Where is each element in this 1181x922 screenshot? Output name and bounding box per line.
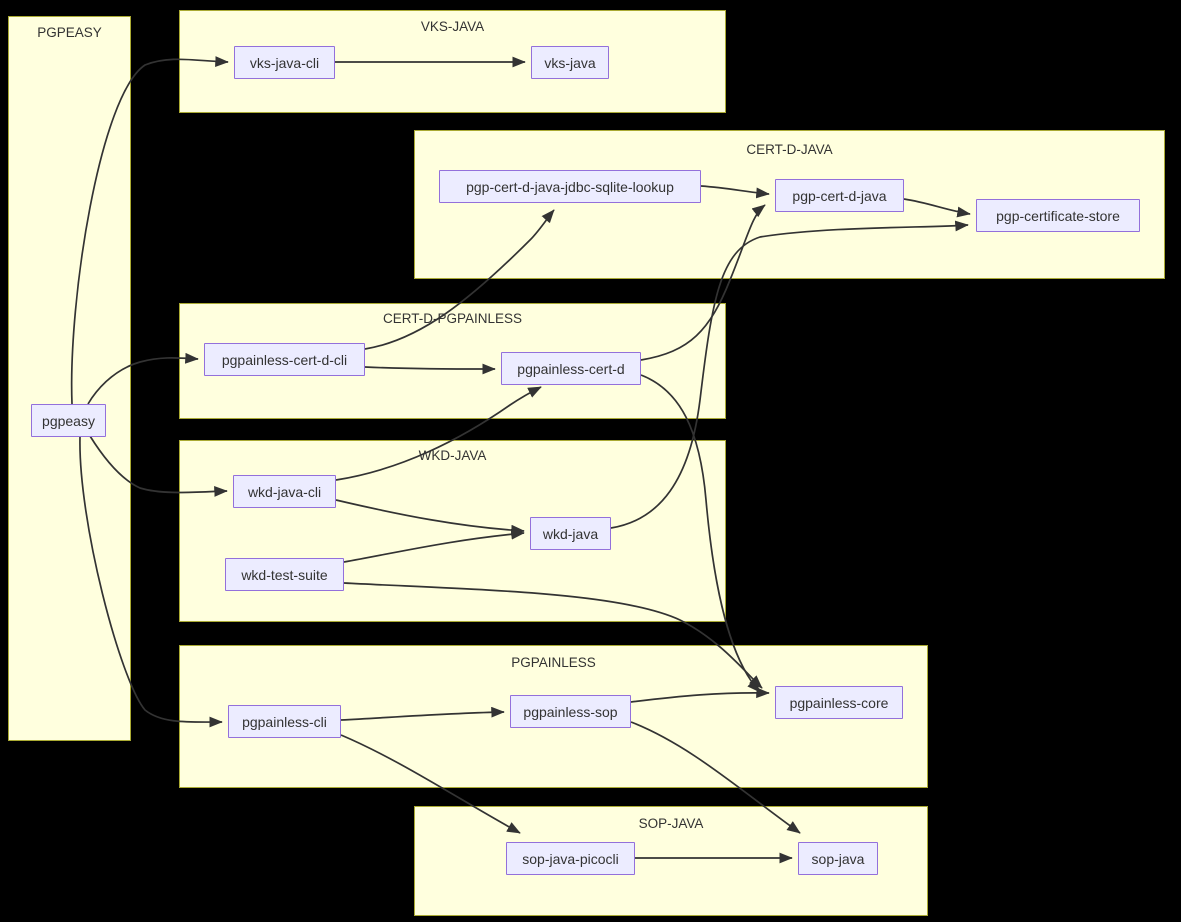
node-pgpeasy[interactable]: pgpeasy [31,404,106,437]
node-label: pgpainless-cert-d-cli [221,351,348,368]
node-label: pgpainless-core [789,694,889,711]
node-label: pgp-cert-d-java-jdbc-sqlite-lookup [466,178,674,195]
node-label: pgpainless-cert-d [517,360,625,377]
node-label: vks-java-cli [249,54,320,71]
node-label: wkd-java-cli [247,483,322,500]
cluster-pgpeasy: PGPEASY [8,16,131,741]
node-pgpainless-cert-d[interactable]: pgpainless-cert-d [501,352,641,385]
node-pgpainless-cert-d-cli[interactable]: pgpainless-cert-d-cli [204,343,365,376]
cluster-label-pgpainless: PGPAINLESS [511,655,596,670]
node-label: sop-java [811,850,865,867]
node-label: wkd-test-suite [241,566,328,583]
node-wkd-java-cli[interactable]: wkd-java-cli [233,475,336,508]
cluster-label-cert_d_pgpainless: CERT-D-PGPAINLESS [382,311,523,326]
cluster-label-cert_d_java: CERT-D-JAVA [746,142,833,157]
node-sop-java-picocli[interactable]: sop-java-picocli [506,842,635,875]
node-label: vks-java [544,54,596,71]
node-label: sop-java-picocli [522,850,619,867]
node-pgpainless-core[interactable]: pgpainless-core [775,686,903,719]
node-pgp-cert-d-java-jdbc-sqlite-lookup[interactable]: pgp-cert-d-java-jdbc-sqlite-lookup [439,170,701,203]
node-label: wkd-java [542,525,599,542]
node-pgp-certificate-store[interactable]: pgp-certificate-store [976,199,1140,232]
node-pgp-cert-d-java[interactable]: pgp-cert-d-java [775,179,904,212]
node-wkd-java[interactable]: wkd-java [530,517,611,550]
cluster-label-vks_java: VKS-JAVA [420,19,485,34]
node-label: pgpainless-cli [242,713,327,730]
node-pgpainless-sop[interactable]: pgpainless-sop [510,695,631,728]
cluster-wkd_java: WKD-JAVA [179,440,726,622]
node-label: pgp-cert-d-java [792,187,887,204]
node-sop-java[interactable]: sop-java [798,842,878,875]
cluster-label-wkd_java: WKD-JAVA [418,448,487,463]
node-vks-java-cli[interactable]: vks-java-cli [234,46,335,79]
node-label: pgp-certificate-store [996,207,1120,224]
cluster-label-pgpeasy: PGPEASY [37,25,102,40]
node-label: pgpeasy [42,412,95,429]
node-vks-java[interactable]: vks-java [531,46,609,79]
node-wkd-test-suite[interactable]: wkd-test-suite [225,558,344,591]
node-pgpainless-cli[interactable]: pgpainless-cli [228,705,341,738]
node-label: pgpainless-sop [523,703,618,720]
cluster-label-sop_java: SOP-JAVA [638,816,704,831]
